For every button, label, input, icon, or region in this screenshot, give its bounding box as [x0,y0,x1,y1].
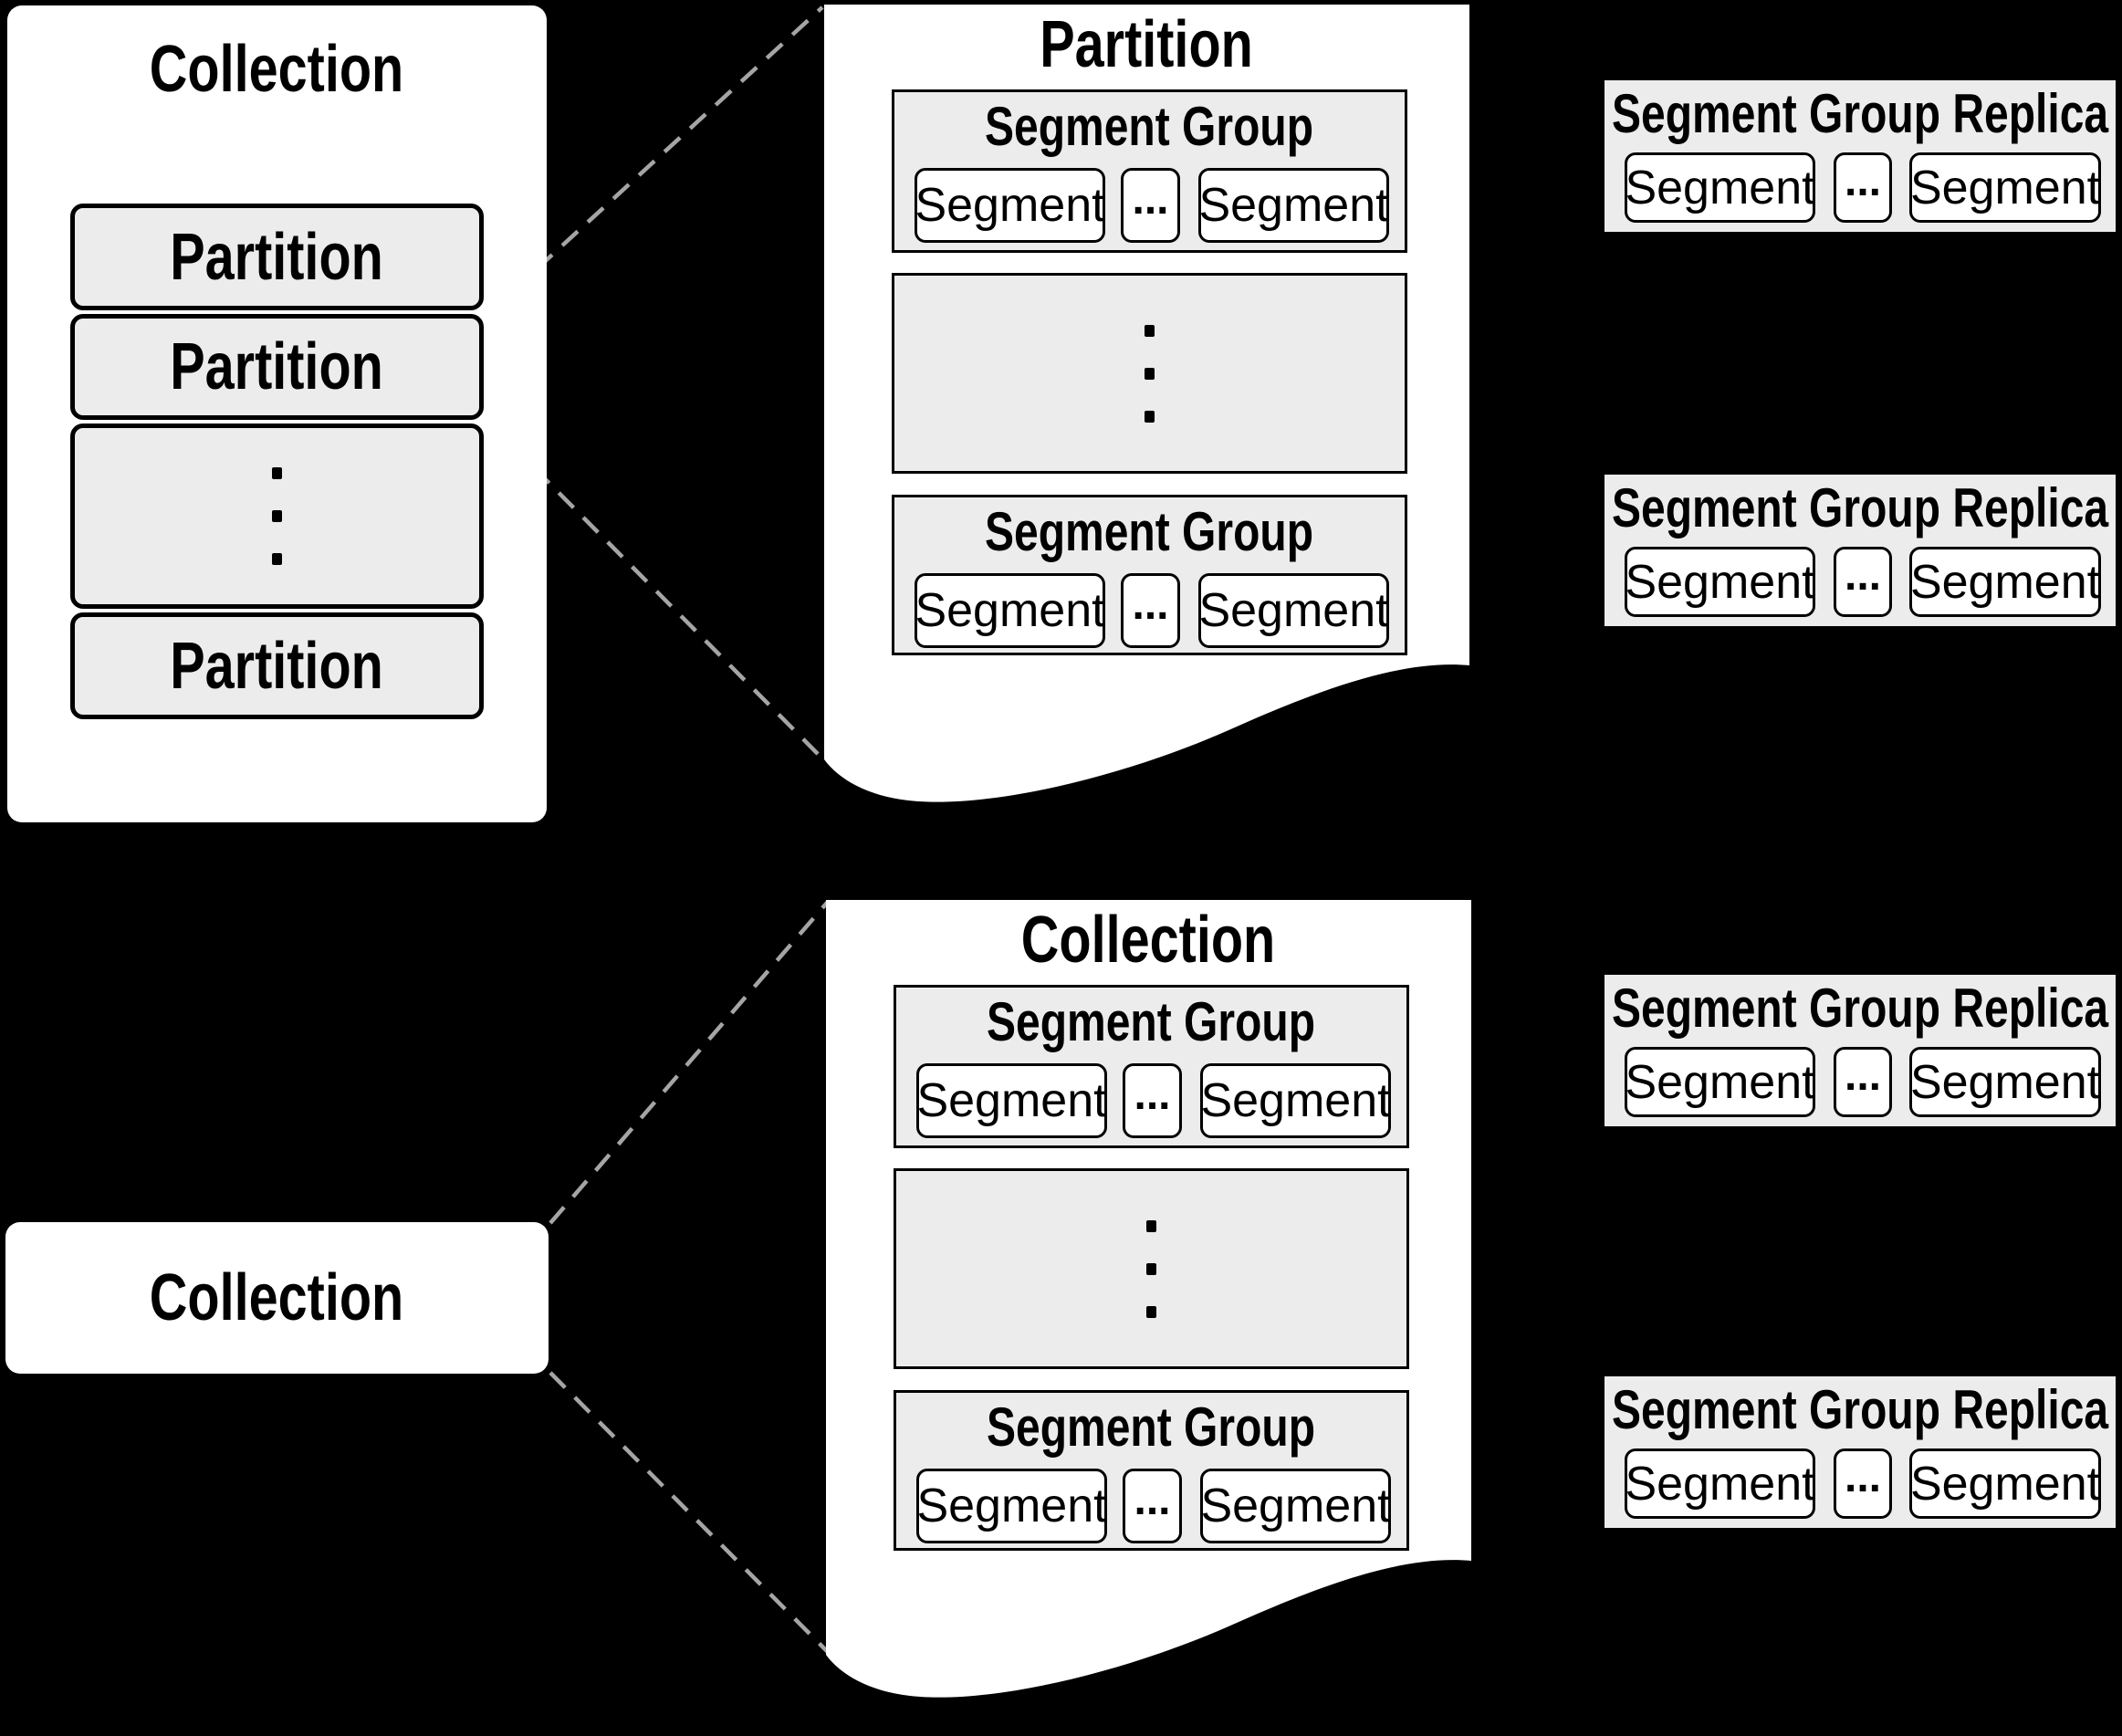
segment-group-box: Segment Group Segment ... Segment [894,985,1409,1148]
segment-label: Segment [1200,1074,1391,1127]
partition-row-2-label: Partition [170,330,384,403]
segment-ellipsis: ... [1134,1070,1171,1119]
segment-box: Segment [1909,1047,2101,1117]
replica-title: Segment Group Replica [1605,82,2116,144]
partition-row-2: Partition [70,314,484,420]
vertical-ellipsis-icon [75,428,479,604]
segment-group-more-box [892,273,1407,474]
vertical-ellipsis-icon [894,276,1405,471]
segment-box: Segment [1625,152,1815,223]
segment-box: Segment [1200,1063,1391,1138]
segment-group-title-text: Segment Group [985,95,1314,157]
segment-group-title: Segment Group [896,990,1406,1052]
collection-document: Collection Segment Group Segment ... Seg… [826,900,1471,1721]
segment-group-title-text: Segment Group [987,990,1316,1052]
segment-group-box: Segment Group Segment ... Segment [894,1390,1409,1551]
segment-box: Segment [915,168,1105,243]
segment-label: Segment [1625,1457,1815,1511]
segment-group-box: Segment Group Segment ... Segment [892,89,1407,253]
segment-ellipsis-box: ... [1121,573,1180,648]
collection-panel-title: Collection [7,24,547,115]
partition-row-3-label: Partition [170,629,384,703]
segment-label: Segment [916,1074,1107,1127]
segment-label: Segment [1909,161,2101,214]
partition-more-box [70,424,484,609]
segment-group-replica-1: Segment Group Replica Segment ... Segmen… [1603,78,2117,234]
collection-panel: Collection Partition Partition Partition [7,5,547,822]
segment-group-title-text: Segment Group [987,1396,1316,1458]
segment-label: Segment [915,179,1105,232]
partition-document-title-text: Partition [1040,8,1254,81]
segment-group-box: Segment Group Segment ... Segment [892,495,1407,655]
segment-ellipsis: ... [1844,1453,1881,1501]
segment-group-more-box [894,1168,1409,1369]
segment-box: Segment [1909,547,2101,617]
segment-box: Segment [1625,547,1815,617]
connector-collection-top [549,900,830,1225]
segment-label: Segment [1625,161,1815,214]
segment-group-replica-4: Segment Group Replica Segment ... Segmen… [1603,1375,2117,1530]
collection-node-label: Collection [150,1261,404,1334]
connector-collection-bottom [549,1371,830,1654]
segment-ellipsis-box: ... [1834,1448,1892,1519]
segment-ellipsis: ... [1844,157,1881,205]
replica-title-text: Segment Group Replica [1611,476,2109,539]
segment-box: Segment [1198,168,1389,243]
segment-group-replica-3: Segment Group Replica Segment ... Segmen… [1603,973,2117,1128]
segment-label: Segment [1625,1055,1815,1109]
segment-ellipsis-box: ... [1834,547,1892,617]
segment-ellipsis: ... [1844,551,1881,600]
collection-document-title-text: Collection [1021,904,1276,977]
segment-ellipsis: ... [1132,580,1169,629]
segment-group-replica-2: Segment Group Replica Segment ... Segmen… [1603,473,2117,628]
segment-box: Segment [916,1063,1107,1138]
segment-group-title: Segment Group [894,501,1405,562]
replica-title-text: Segment Group Replica [1611,977,2109,1039]
segment-box: Segment [916,1469,1107,1543]
segment-label: Segment [916,1480,1107,1532]
segment-ellipsis-box: ... [1123,1063,1182,1138]
segment-ellipsis: ... [1844,1051,1881,1100]
partition-row-1-label: Partition [170,220,384,294]
segment-box: Segment [1625,1448,1815,1519]
segment-box: Segment [1625,1047,1815,1117]
segment-label: Segment [1198,179,1389,232]
partition-row-1: Partition [70,204,484,310]
segment-label: Segment [915,584,1105,637]
segment-group-title: Segment Group [896,1396,1406,1458]
segment-box: Segment [1909,152,2101,223]
collection-panel-title-text: Collection [150,33,404,106]
segment-box: Segment [1200,1469,1391,1543]
segment-group-title: Segment Group [894,96,1405,157]
segment-ellipsis-box: ... [1123,1469,1182,1543]
replica-title-text: Segment Group Replica [1611,82,2109,144]
segment-ellipsis: ... [1134,1475,1171,1524]
segment-label: Segment [1909,1457,2101,1511]
partition-row-3: Partition [70,612,484,719]
replica-title-text: Segment Group Replica [1611,1378,2109,1440]
replica-title: Segment Group Replica [1605,476,2116,539]
segment-box: Segment [1909,1448,2101,1519]
partition-document: Partition Segment Group Segment ... Segm… [824,5,1469,826]
segment-label: Segment [1909,1055,2101,1109]
segment-label: Segment [1198,584,1389,637]
segment-label: Segment [1909,555,2101,609]
vertical-ellipsis-icon [896,1171,1406,1366]
collection-document-title: Collection [826,900,1471,980]
replica-title: Segment Group Replica [1605,1378,2116,1440]
collection-node: Collection [5,1222,549,1374]
segment-box: Segment [1198,573,1389,648]
segment-ellipsis-box: ... [1121,168,1180,243]
segment-ellipsis-box: ... [1834,152,1892,223]
segment-ellipsis: ... [1132,174,1169,224]
segment-label: Segment [1200,1480,1391,1532]
replica-title: Segment Group Replica [1605,977,2116,1039]
segment-label: Segment [1625,555,1815,609]
segment-box: Segment [915,573,1105,648]
segment-group-title-text: Segment Group [985,500,1314,562]
segment-ellipsis-box: ... [1834,1047,1892,1117]
partition-document-title: Partition [824,5,1469,85]
